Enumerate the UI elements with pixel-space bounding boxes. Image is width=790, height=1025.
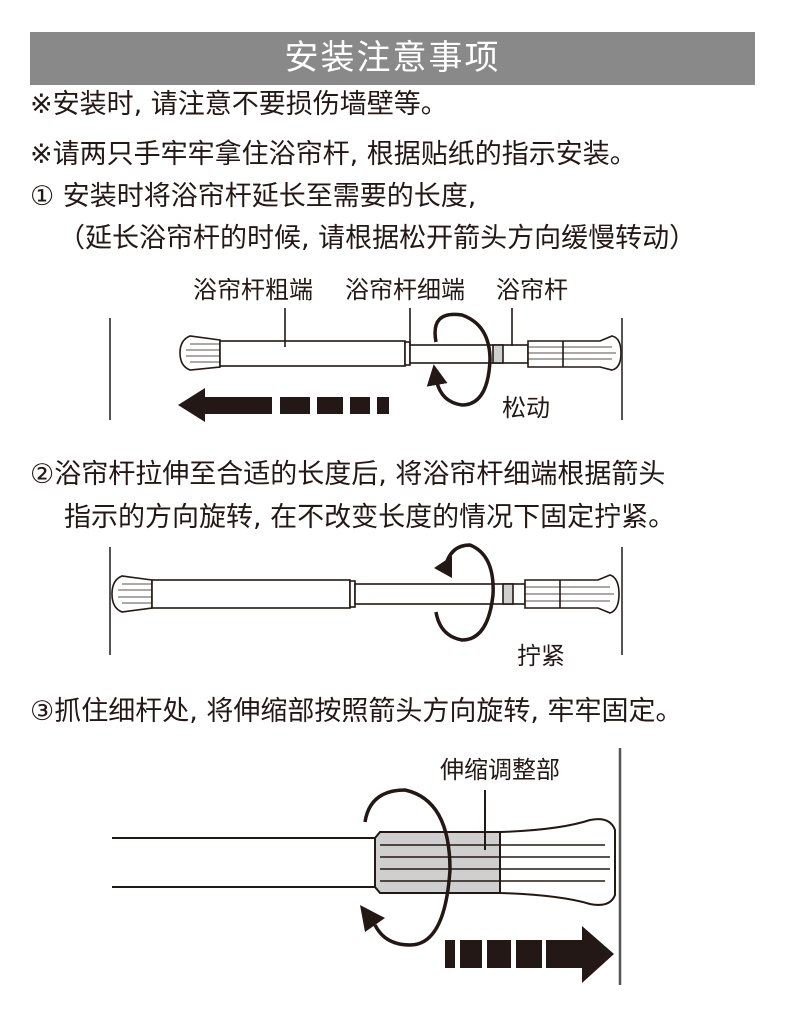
diagram-extend xyxy=(109,308,623,422)
step2-subtext: 指示的方向旋转, 在不改变长度的情况下固定拧紧。 xyxy=(64,502,676,533)
step1-text: ① 安装时将浴帘杆延长至需要的长度, xyxy=(30,181,477,212)
step1-subtext: （延长浴帘杆的时候, 请根据松开箭头方向缓慢转动） xyxy=(58,223,697,254)
label-adjuster: 伸缩调整部 xyxy=(440,756,560,784)
label-tighten: 拧紧 xyxy=(517,642,565,670)
page-title: 安装注意事项 xyxy=(30,32,755,85)
step2-text: ②浴帘杆拉伸至合适的长度后, 将浴帘杆细端根据箭头 xyxy=(30,459,666,490)
label-rod: 浴帘杆 xyxy=(496,276,568,304)
note-walls: ※安装时, 请注意不要损伤墙壁等。 xyxy=(30,89,448,120)
diagram-tighten xyxy=(109,543,623,655)
label-loosen: 松动 xyxy=(502,394,550,422)
note-hold: ※请两只手牢牢拿住浴帘杆, 根据贴纸的指示安装。 xyxy=(30,139,637,170)
label-thin-end: 浴帘杆细端 xyxy=(345,276,465,304)
diagram-fix xyxy=(112,748,622,985)
label-thick-end: 浴帘杆粗端 xyxy=(193,276,313,304)
step3-text: ③抓住细杆处, 将伸缩部按照箭头方向旋转, 牢牢固定。 xyxy=(30,696,683,727)
